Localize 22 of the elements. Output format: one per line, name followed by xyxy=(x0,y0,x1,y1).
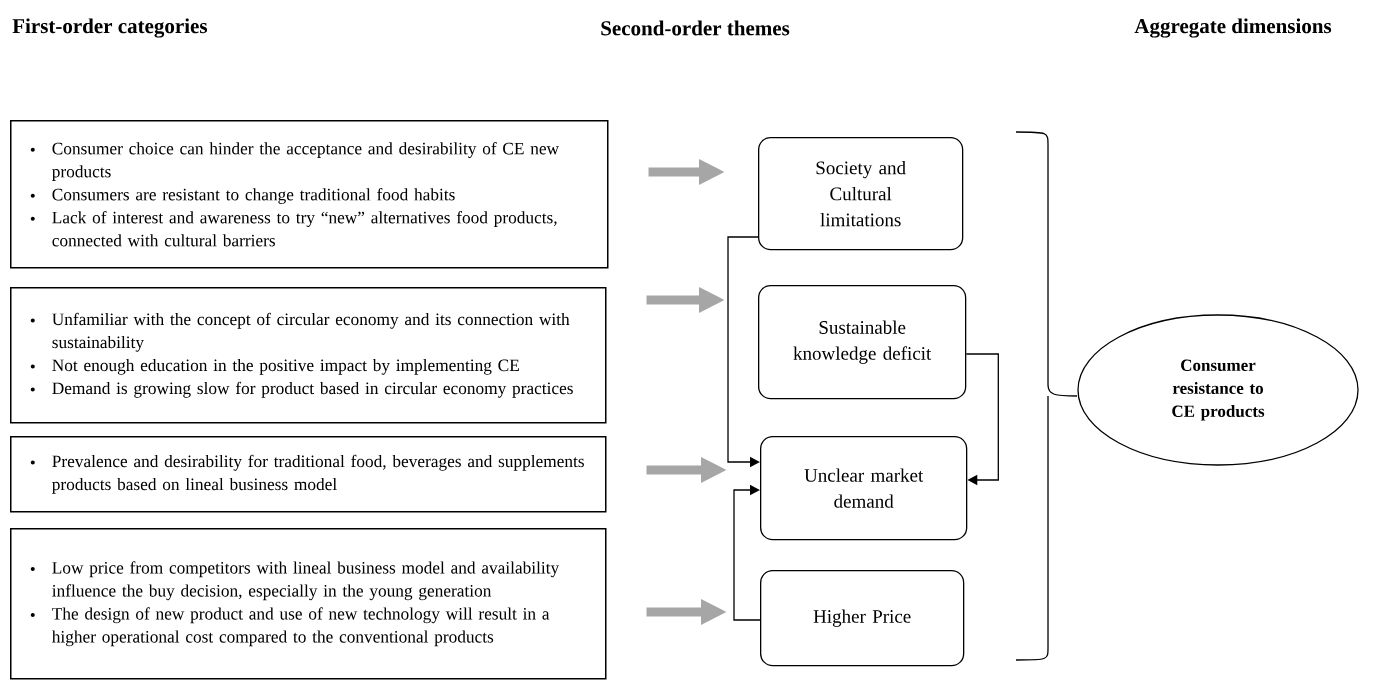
column-heading: First-order categories xyxy=(12,18,208,38)
column-heading: Aggregate dimensions xyxy=(1134,18,1332,38)
bullet-text: Low price from competitors with lineal business model and availability influence the buy decision, especially in the young generation xyxy=(52,561,560,601)
text-box xyxy=(10,287,607,424)
text-box xyxy=(10,120,609,269)
theme-box: Sustainable knowledge deficit xyxy=(758,285,967,400)
bullet-text: Consumers are resistant to change traditional food habits xyxy=(52,188,455,204)
theme-box: Society and Cultural limitations xyxy=(758,137,964,251)
elbow-arrow xyxy=(965,353,999,486)
column-heading: Second-order themes xyxy=(601,20,790,36)
bullet-text: Consumer choice can hinder the acceptance and desirability of CE new products xyxy=(52,142,559,181)
theme-box: Higher Price xyxy=(760,570,965,667)
bullet-text: Prevalence and desirability for traditional food, beverages and supplements products based on lineal business model xyxy=(52,454,584,494)
bullet-text: Lack of interest and awareness to try “new” alternatives food products, connected with cultural barriers xyxy=(52,211,557,247)
text-box xyxy=(10,528,607,680)
theme-box: Unclear market demand xyxy=(760,436,968,541)
elbow-arrow xyxy=(733,484,761,621)
bullet-text: The design of new product and use of new technology will result in a higher operational cost compared to the conventional products xyxy=(51,607,550,647)
bullet-text: Unfamiliar with the concept of circular economy and its connection with sustainability xyxy=(52,312,570,352)
bullet-text: Demand is growing slow for product based in circular economy practices xyxy=(52,381,573,398)
bullet-text: Not enough education in the positive impact by implementing CE xyxy=(52,358,519,375)
text-box xyxy=(10,436,607,513)
